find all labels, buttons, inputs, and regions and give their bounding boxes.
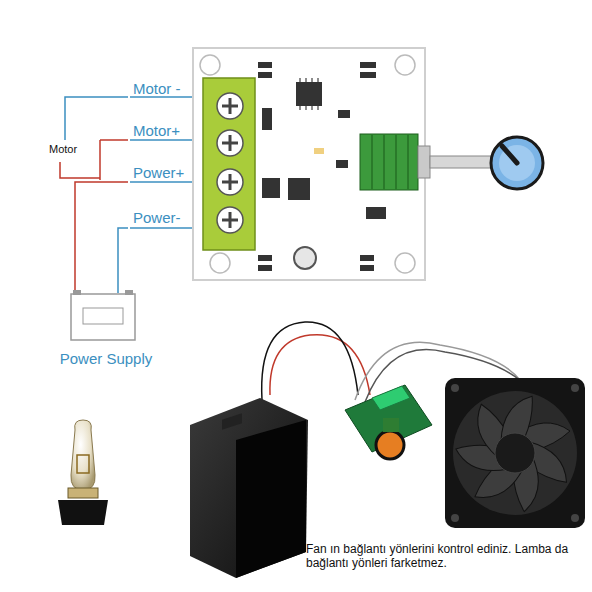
note: Fan ın bağlantı yönlerini kontrol ediniz… xyxy=(306,543,591,571)
terminal-label: Power- xyxy=(133,209,181,226)
terminal-label: Power+ xyxy=(133,164,184,181)
power-supply: Power Supply xyxy=(38,286,174,367)
battery-holder xyxy=(190,322,370,578)
lamp xyxy=(58,420,108,525)
fan xyxy=(445,378,585,528)
terminal-label: Motor+ xyxy=(133,122,180,139)
terminal-label: Motor - xyxy=(133,80,181,97)
wires xyxy=(60,97,207,293)
power-supply-label: Power Supply xyxy=(38,350,174,367)
part-name: Motor xyxy=(47,143,79,156)
pwm-board xyxy=(193,48,543,280)
power-supply-symbol xyxy=(38,286,168,344)
